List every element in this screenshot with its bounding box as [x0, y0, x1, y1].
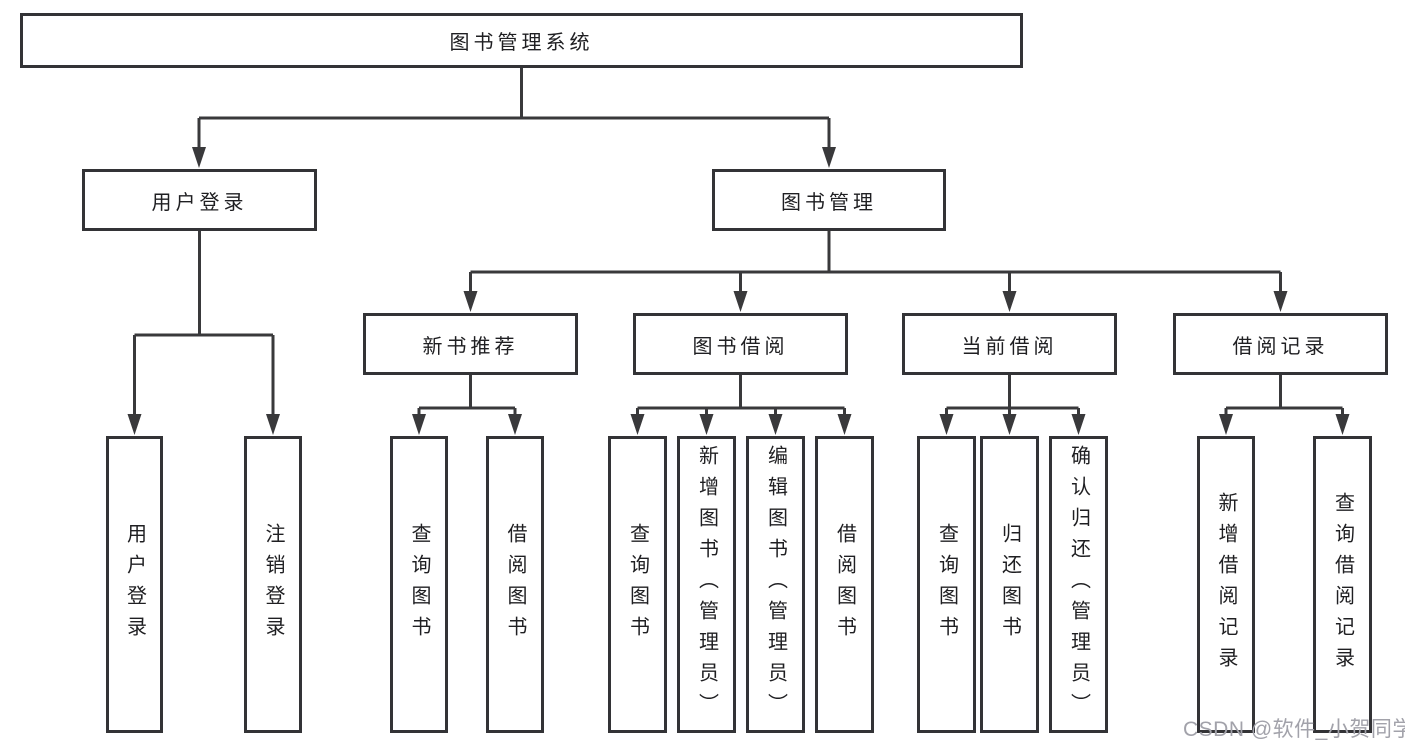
node-current-borrowing: 当前借阅 — [902, 313, 1117, 375]
leaf-borrow-books-borrowing: 借阅图书 — [815, 436, 874, 733]
node-label: 图书管理系统 — [449, 32, 594, 54]
leaf-label: 借阅图书 — [833, 522, 856, 647]
leaf-query-borrowing-record: 查询借阅记录 — [1313, 436, 1372, 733]
leaf-return-books: 归还图书 — [980, 436, 1039, 733]
leaf-label: 编辑图书（管理员） — [764, 445, 787, 724]
leaf-add-books-admin: 新增图书（管理员） — [677, 436, 736, 733]
leaf-label: 查询借阅记录 — [1331, 491, 1354, 678]
csdn-watermark: CSDN @软件_小贺同学 — [1183, 718, 1405, 741]
node-label: 借阅记录 — [1232, 335, 1329, 358]
leaf-label: 归还图书 — [998, 522, 1021, 647]
leaf-user-login: 用户登录 — [106, 436, 163, 733]
leaf-query-books-recommendation: 查询图书 — [390, 436, 448, 733]
leaf-add-borrowing-record: 新增借阅记录 — [1197, 436, 1255, 733]
leaf-label: 新增借阅记录 — [1215, 491, 1237, 678]
node-label: 当前借阅 — [961, 335, 1058, 358]
leaf-label: 查询图书 — [935, 522, 958, 647]
node-label: 图书管理 — [781, 191, 877, 214]
leaf-label: 注销登录 — [262, 522, 284, 647]
node-label: 图书借阅 — [692, 335, 789, 358]
node-label: 新书推荐 — [422, 335, 519, 358]
node-label: 用户登录 — [151, 191, 248, 214]
node-book-borrowing: 图书借阅 — [633, 313, 848, 375]
leaf-confirm-return-admin: 确认归还（管理员） — [1049, 436, 1108, 733]
leaf-borrow-books-recommendation: 借阅图书 — [486, 436, 544, 733]
node-book-management: 图书管理 — [712, 169, 946, 231]
leaf-edit-books-admin: 编辑图书（管理员） — [746, 436, 805, 733]
node-borrowing-records: 借阅记录 — [1173, 313, 1388, 375]
leaf-label: 查询图书 — [408, 522, 430, 647]
leaf-query-books-borrowing: 查询图书 — [608, 436, 667, 733]
node-library-management-system: 图书管理系统 — [20, 13, 1023, 68]
node-user-login: 用户登录 — [82, 169, 317, 231]
leaf-label: 用户登录 — [123, 522, 146, 647]
leaf-label: 确认归还（管理员） — [1067, 445, 1090, 724]
leaf-label: 新增图书（管理员） — [695, 445, 718, 724]
leaf-query-books-current: 查询图书 — [917, 436, 976, 733]
node-new-book-recommendation: 新书推荐 — [363, 313, 578, 375]
leaf-label: 查询图书 — [626, 522, 649, 647]
leaf-logout-login: 注销登录 — [244, 436, 302, 733]
leaf-label: 借阅图书 — [504, 522, 526, 647]
